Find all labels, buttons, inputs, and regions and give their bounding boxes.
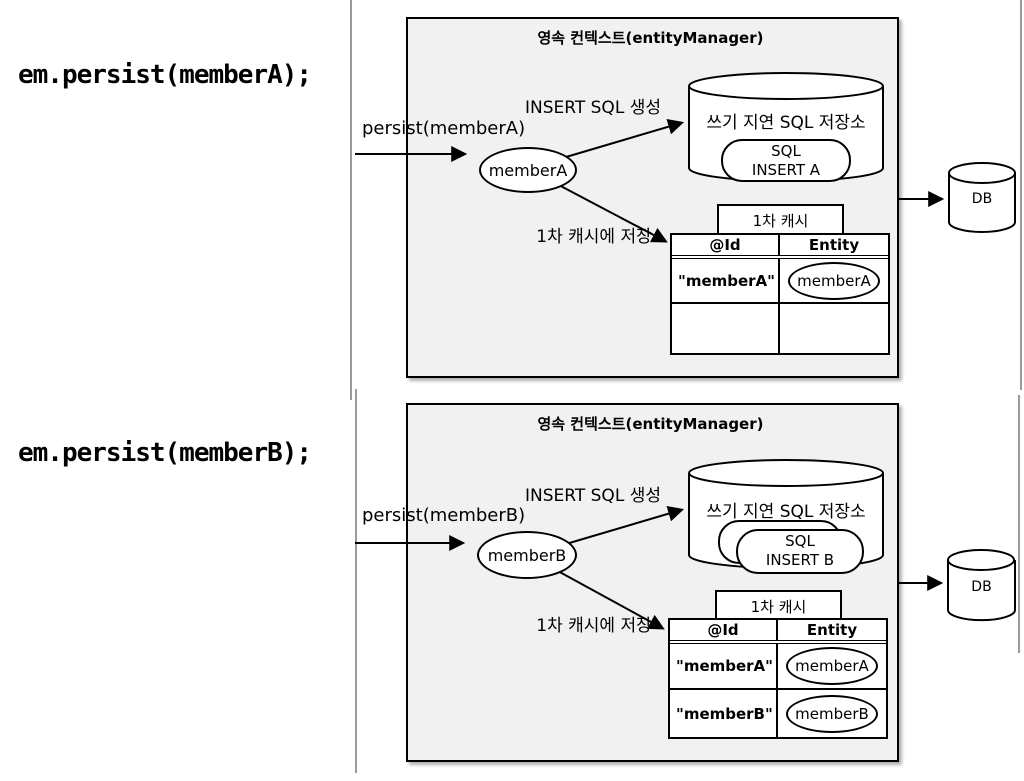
sql-store-title-top: 쓰기 지연 SQL 저장소 <box>706 113 866 133</box>
table-header-entity: Entity <box>808 236 860 254</box>
sql-insert-a-label: SQL INSERT A <box>722 142 850 180</box>
first-level-cache-table-bottom: @Id Entity "memberA" memberA "memberB" m… <box>668 618 888 739</box>
arrow-insert-sql-top <box>565 118 685 158</box>
cell-entity-memberA: memberA <box>778 644 886 688</box>
sql-insert-a-shape <box>721 139 851 182</box>
cell-entity-memberB: memberB <box>778 690 886 737</box>
entity-memberB-ellipse: memberB <box>477 531 577 579</box>
cell-memberA-label: memberA <box>797 271 871 290</box>
insert-sql-label-top: INSERT SQL 생성 <box>525 98 661 118</box>
slide-edge-top-left <box>350 0 352 400</box>
persist-label-bottom: persist(memberB) <box>362 505 526 526</box>
cell-memberA-ellipse: memberA <box>788 261 880 300</box>
code-persist-memberB: em.persist(memberB); <box>18 438 312 468</box>
table-row: "memberA" memberA <box>670 644 886 690</box>
cell-entity-empty <box>780 304 888 353</box>
db-label-top: DB <box>971 191 993 207</box>
entity-memberA-label: memberA <box>488 160 568 180</box>
cell-memberA-ellipse: memberA <box>786 647 878 685</box>
cell-id-memberB: "memberB" <box>670 690 778 737</box>
cache-title-top: 1차 캐시 <box>752 212 809 230</box>
table-row: "memberB" memberB <box>670 690 886 737</box>
sql-insert-b-label: SQL INSERT B <box>737 532 863 570</box>
cache-save-label-top: 1차 캐시에 저장 <box>536 227 652 247</box>
persist-label-top: persist(memberA) <box>362 118 526 139</box>
cache-save-label-bottom: 1차 캐시에 저장 <box>536 616 652 636</box>
entity-memberB-label: memberB <box>487 545 567 565</box>
sql-item-line1-top: SQL <box>771 142 801 160</box>
cell-entity-memberA: memberA <box>780 259 888 302</box>
cell-id-memberA: "memberA" <box>672 259 780 302</box>
table-header-id: @Id <box>672 235 780 255</box>
arrow-cache-save-top <box>554 182 668 243</box>
db-cylinder-bottom <box>947 549 1016 622</box>
sql-item-line2-top: INSERT A <box>751 161 821 179</box>
context-title-bottom: 영속 컨텍스트(entityManager) <box>537 415 764 433</box>
entity-memberA-ellipse: memberA <box>479 147 577 193</box>
table-row-empty <box>672 304 888 353</box>
insert-sql-label-bottom: INSERT SQL 생성 <box>525 486 661 506</box>
slide-edge-bottom-right <box>1018 395 1020 653</box>
sql-item-line1-bottom: SQL <box>785 532 815 550</box>
arrow-cache-save-bottom <box>555 569 665 630</box>
table-header-entity: Entity <box>806 621 858 639</box>
cell-id-empty <box>672 304 780 353</box>
cell-id-memberA: "memberA" <box>670 644 778 688</box>
cell-memberB-label: memberB <box>795 704 869 723</box>
first-level-cache-table-top: @Id Entity "memberA" memberA <box>670 233 890 355</box>
table-header-id: @Id <box>670 620 778 640</box>
code-persist-memberA: em.persist(memberA); <box>18 60 312 90</box>
slide-edge-top-right <box>1020 0 1022 390</box>
sql-item-line2-bottom: INSERT B <box>765 551 835 569</box>
db-label-bottom: DB <box>971 579 992 595</box>
cache-title-bottom: 1차 캐시 <box>750 597 807 616</box>
arrow-insert-sql-bottom <box>565 505 685 545</box>
cell-memberB-ellipse: memberB <box>786 694 878 733</box>
sql-store-title-bottom: 쓰기 지연 SQL 저장소 <box>706 502 866 522</box>
sql-insert-b-shape <box>736 529 864 574</box>
context-title-top: 영속 컨텍스트(entityManager) <box>537 29 764 47</box>
table-row: "memberA" memberA <box>672 259 888 304</box>
table-header-row: @Id Entity <box>672 235 888 259</box>
db-cylinder-top <box>948 162 1016 233</box>
cell-memberA-label: memberA <box>795 657 869 675</box>
slide-edge-bottom-left <box>355 389 357 773</box>
table-header-row: @Id Entity <box>670 620 886 644</box>
